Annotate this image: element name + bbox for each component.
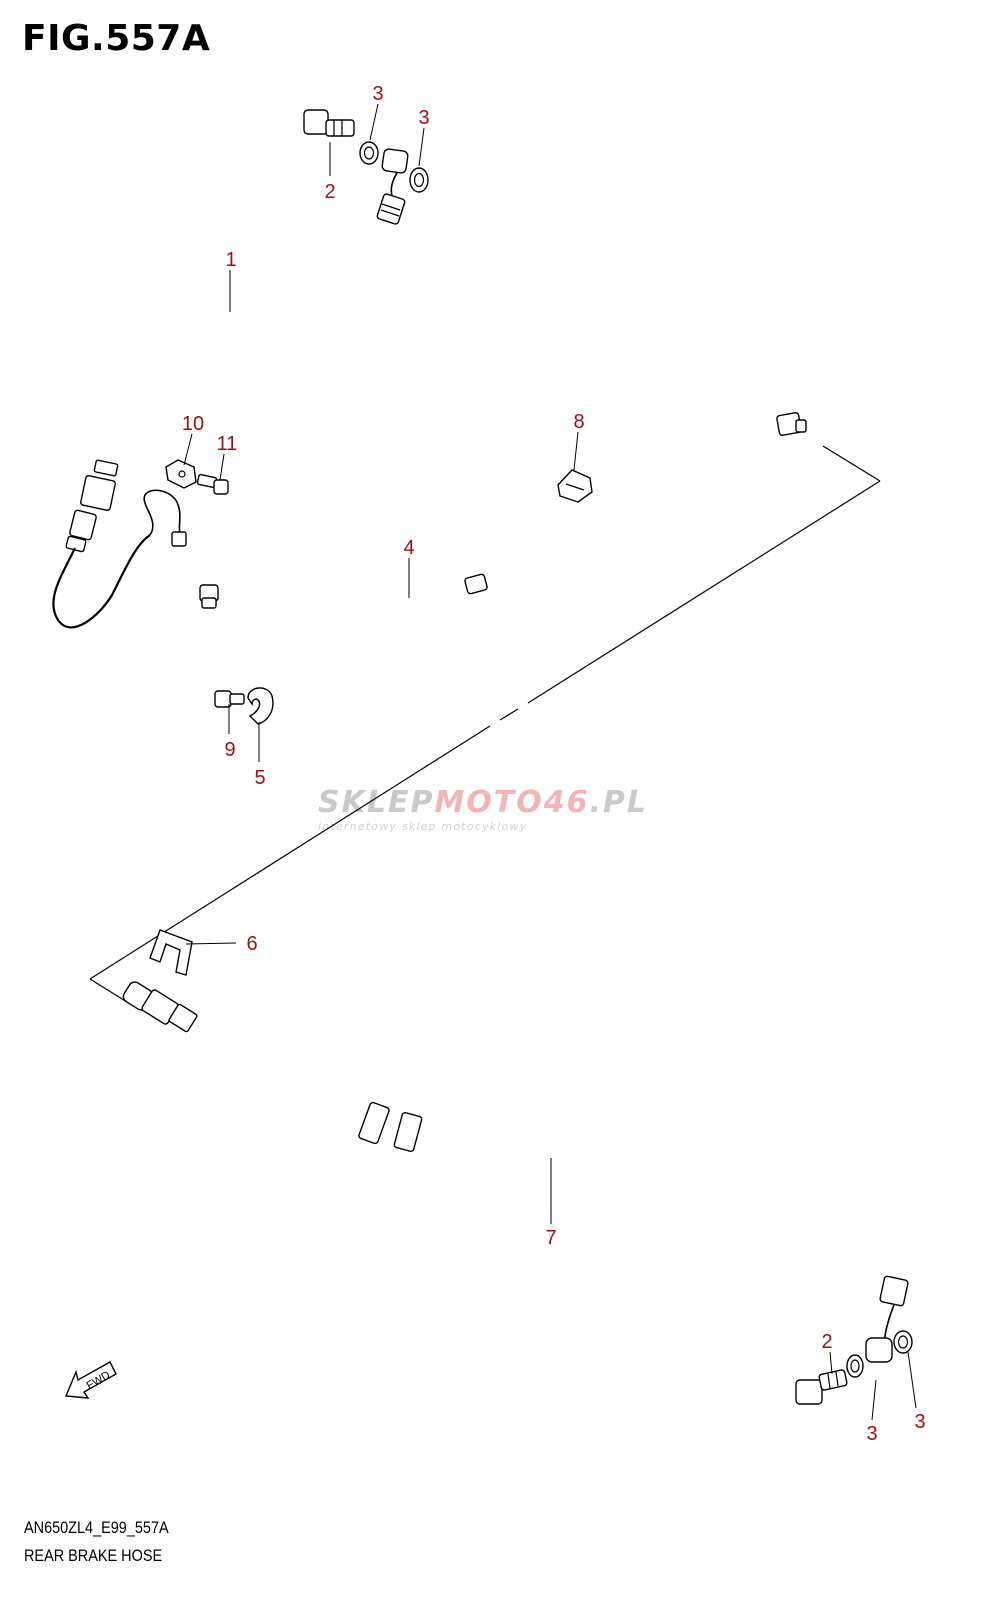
callout-labels: 1 2 3 3 10 11 8 4 9 5 6 7 2 3 3 [182, 83, 926, 1445]
figure-title: FIG.557A [22, 18, 211, 59]
clamp-bolt-group [165, 459, 229, 495]
pipe-clip-8 [557, 469, 593, 503]
banjo-bolt-lower [795, 1369, 848, 1405]
callout-6: 6 [246, 933, 257, 955]
guide-line-top [822, 445, 881, 482]
guide-line-lower [89, 725, 491, 980]
callout-3-upper-left: 3 [372, 83, 383, 105]
brake-hose-lower [122, 981, 945, 1378]
guide-line-dash [499, 708, 519, 721]
brake-hose-upper [52, 141, 429, 629]
watermark-brand-3: 46 [543, 785, 590, 820]
figure-caption: REAR BRAKE HOSE [24, 1546, 163, 1565]
guide-line-upper [527, 480, 881, 704]
figure-code: AN650ZL4_E99_557A [24, 1518, 169, 1537]
callout-3-lower-right: 3 [914, 1411, 925, 1433]
hose-clip-6 [149, 929, 193, 976]
guide-line-bottom [89, 978, 128, 1003]
watermark-tagline: internetowy sklep motocyklowy [318, 820, 527, 833]
banjo-bolt-upper [303, 109, 355, 137]
callout-9: 9 [224, 739, 235, 761]
guide-lines [89, 445, 881, 1003]
fwd-arrow-icon: FWD [64, 1361, 117, 1399]
callout-2-lower: 2 [821, 1331, 832, 1353]
watermark-brand-4: .PL [590, 785, 649, 820]
callout-7: 7 [545, 1227, 556, 1249]
svg-text:SKLEPMOTO46.PL: SKLEPMOTO46.PL [318, 785, 648, 820]
callout-10: 10 [182, 413, 204, 435]
callout-1: 1 [225, 249, 236, 271]
callout-11: 11 [217, 433, 238, 455]
callout-3-upper-right: 3 [418, 107, 429, 129]
callout-2-upper: 2 [324, 181, 335, 203]
callout-3-lower-left: 3 [866, 1423, 877, 1445]
callout-5: 5 [254, 767, 265, 789]
watermark: SKLEPMOTO46.PL internetowy sklep motocyk… [318, 785, 648, 833]
watermark-brand-2: MOTO [434, 785, 543, 820]
watermark-brand-1: SKLEP [318, 785, 434, 820]
callout-4: 4 [403, 537, 414, 559]
brake-pipe [160, 406, 807, 667]
fwd-label: FWD [85, 1369, 113, 1392]
leader-lines [183, 103, 917, 1421]
bolt-clamp-group [214, 687, 274, 725]
callout-8: 8 [573, 411, 584, 433]
